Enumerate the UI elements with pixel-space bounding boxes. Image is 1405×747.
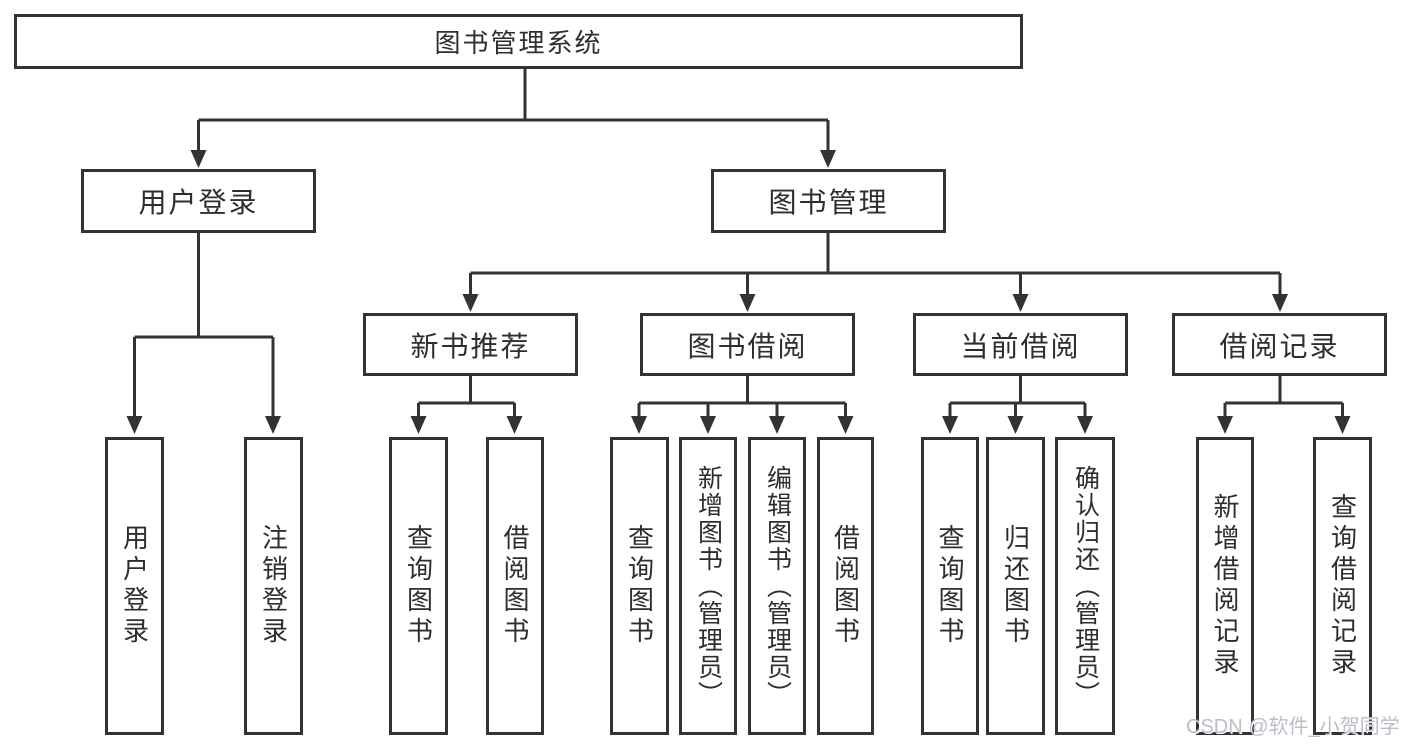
leaf-query-borrow-record: 查询借阅记录 <box>1313 437 1372 735</box>
arrowheads <box>126 150 1351 434</box>
leaf-confirm-return-admin: 确认归还（管理员） <box>1055 437 1115 735</box>
node-book-borrow: 图书借阅 <box>640 313 855 376</box>
leaf-current-query-books: 查询图书 <box>921 437 979 735</box>
node-new-book-recommend: 新书推荐 <box>363 313 578 376</box>
node-borrow-records: 借阅记录 <box>1172 313 1387 376</box>
leaf-recommend-borrow-books: 借阅图书 <box>486 437 544 735</box>
leaf-borrow-query-books: 查询图书 <box>610 437 669 735</box>
connector-paths <box>133 69 1344 416</box>
leaf-add-books-admin: 新增图书（管理员） <box>679 437 737 735</box>
csdn-watermark: CSDN @软件_小贺同学 <box>1186 716 1400 738</box>
leaf-add-borrow-record: 新增借阅记录 <box>1196 437 1254 735</box>
leaf-return-books: 归还图书 <box>986 437 1045 735</box>
node-system-root: 图书管理系统 <box>14 14 1023 69</box>
leaf-logout: 注销登录 <box>244 437 303 735</box>
leaf-edit-books-admin: 编辑图书（管理员） <box>748 437 806 735</box>
node-current-borrow: 当前借阅 <box>913 313 1128 376</box>
node-user-login: 用户登录 <box>81 169 316 233</box>
leaf-recommend-query-books: 查询图书 <box>389 437 448 735</box>
leaf-user-login: 用户登录 <box>105 437 164 735</box>
leaf-borrow-books: 借阅图书 <box>817 437 874 735</box>
node-book-management: 图书管理 <box>711 169 946 233</box>
